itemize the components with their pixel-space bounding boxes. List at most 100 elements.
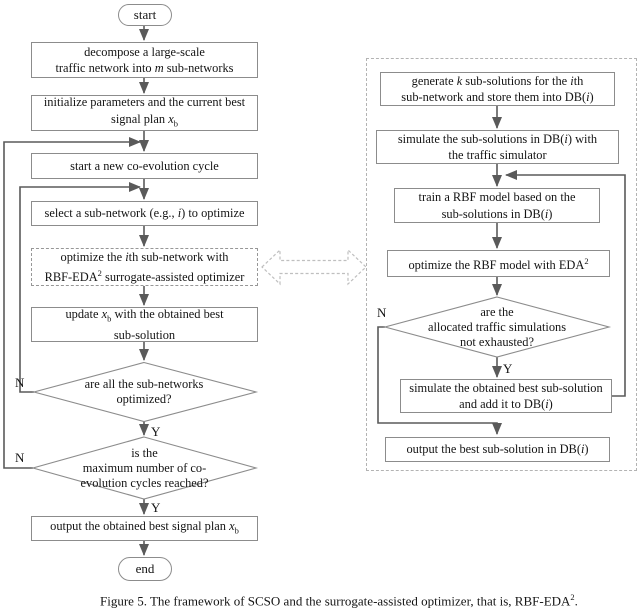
label-text: initialize parameters and the current be… xyxy=(43,95,246,110)
label-text: and add it to DB( xyxy=(459,397,546,411)
decision-simulations-label: are the allocated traffic simulations no… xyxy=(385,297,609,357)
decision-all-subnetworks-shape xyxy=(31,361,259,423)
label-text: not exhausted? xyxy=(460,334,534,349)
label-text: th sub-network with xyxy=(128,249,229,264)
node-output-best-label: output the best sub-solution in DB(i) xyxy=(386,441,609,457)
label-text: optimize the xyxy=(60,249,126,264)
subscript-b: b xyxy=(173,118,178,129)
label-text: start a new co-evolution cycle xyxy=(70,158,219,173)
end-node: end xyxy=(118,557,172,581)
path-decision-no-to-output-best xyxy=(377,326,502,435)
feedback-simulate-best-to-train xyxy=(505,170,626,397)
branch-label-n-max: N xyxy=(15,450,25,465)
label-text: are the allocated traffic simulations no… xyxy=(428,305,566,350)
label-text: simulate the obtained best sub-solution xyxy=(409,380,603,395)
start-node: start xyxy=(118,4,172,26)
label-text: sub-solutions in DB( xyxy=(441,206,545,221)
node-select-label: select a sub-network (e.g., i) to optimi… xyxy=(32,205,257,221)
var-m: m xyxy=(154,61,164,75)
var-k: k xyxy=(456,73,463,88)
label-text: the traffic simulator xyxy=(448,148,547,162)
node-decompose-label: decompose a large-scale traffic network … xyxy=(32,44,257,77)
decision-max-cycles-label: is the maximum number of co- evolution c… xyxy=(33,437,256,499)
label-text: ) xyxy=(584,442,589,457)
label-text: sub-solution xyxy=(113,327,176,342)
node-generate-label: generate k sub-solutions for the ith sub… xyxy=(381,73,614,106)
label-text: sub-network and store them into DB( xyxy=(401,90,587,104)
var-i: i xyxy=(570,73,574,88)
label-text: ) xyxy=(589,90,594,104)
node-simulate-subsolutions: simulate the sub-solutions in DB(i) with… xyxy=(376,130,619,164)
var-x: x xyxy=(229,519,235,534)
decision-all-subnetworks-label: are all the sub-networks optimized? xyxy=(34,362,254,422)
superscript-2: 2 xyxy=(97,267,102,278)
label-text: generate xyxy=(411,73,457,88)
branch-label-n-all: N xyxy=(15,375,25,390)
node-update-best: update xb with the obtained best sub-sol… xyxy=(31,307,258,342)
node-new-cycle-label: start a new co-evolution cycle xyxy=(32,158,257,174)
label-text: sub-networks xyxy=(163,61,234,75)
node-generate-subsolutions: generate k sub-solutions for the ith sub… xyxy=(380,72,615,106)
node-optimize-rbf-eda: optimize the RBF model with EDA2 xyxy=(387,250,610,277)
feedback-no-all-subnetworks xyxy=(19,182,141,393)
label-text: surrogate-assisted optimizer xyxy=(101,270,245,285)
label-text: decompose a large-scale xyxy=(84,44,205,59)
label-text: are all the sub-networks xyxy=(84,377,204,391)
var-i: i xyxy=(586,90,590,104)
node-select-subnetwork: select a sub-network (e.g., i) to optimi… xyxy=(31,201,258,226)
label-text: is the xyxy=(131,445,158,460)
label-text: output the obtained best signal plan xyxy=(50,519,230,534)
node-new-cycle: start a new co-evolution cycle xyxy=(31,153,258,179)
label-text: allocated traffic simulations xyxy=(427,319,567,334)
caption-text: . xyxy=(574,593,578,609)
branch-label-y-max: Y xyxy=(151,500,161,515)
node-update-label: update xb with the obtained best sub-sol… xyxy=(32,306,257,343)
label-text: th xyxy=(573,73,584,88)
node-optimize-rbf-label: optimize the RBF model with EDA2 xyxy=(388,253,609,274)
superscript-2: 2 xyxy=(584,256,589,267)
branch-label-n-simulations: N xyxy=(377,305,387,320)
node-optimize-label: optimize the ith sub-network with RBF-ED… xyxy=(32,249,257,286)
label-text: maximum number of co- xyxy=(82,460,207,475)
label-text: ) with xyxy=(567,131,598,146)
node-simulate-best: simulate the obtained best sub-solution … xyxy=(400,379,612,413)
branch-label-y-simulations: Y xyxy=(503,361,513,376)
node-train-label: train a RBF model based on the sub-solut… xyxy=(395,189,599,222)
label-text: ) xyxy=(548,206,553,221)
figure-caption: Figure 5. The framework of SCSO and the … xyxy=(100,592,578,609)
node-train-rbf: train a RBF model based on the sub-solut… xyxy=(394,188,600,223)
node-output-signal-plan: output the obtained best signal plan xb xyxy=(31,516,258,541)
label-text: sub-solutions for the xyxy=(462,73,571,88)
node-decompose: decompose a large-scale traffic network … xyxy=(31,42,258,78)
var-i: i xyxy=(580,442,585,457)
node-output-label: output the obtained best signal plan xb xyxy=(32,518,257,539)
label-text: signal plan xyxy=(111,111,169,126)
dashed-double-arrow xyxy=(261,248,367,286)
label-text: is the maximum number of co- evolution c… xyxy=(81,446,209,491)
suboptimizer-dashed-container xyxy=(366,58,637,471)
branch-label-y-all: Y xyxy=(151,424,161,439)
label-text: simulate the sub-solutions in DB( xyxy=(397,131,565,146)
label-text: are all the sub-networks optimized? xyxy=(85,377,204,407)
var-x: x xyxy=(101,306,108,321)
var-i: i xyxy=(545,397,549,411)
label-text: optimized? xyxy=(116,392,172,406)
feedback-no-max-cycles xyxy=(3,137,141,469)
decision-max-cycles-shape xyxy=(30,436,259,500)
node-optimize-subnetwork-dashed: optimize the ith sub-network with RBF-ED… xyxy=(31,248,258,286)
label-text: with the obtained best xyxy=(111,306,224,321)
label-text: are the xyxy=(480,304,514,319)
label-text: optimize the RBF model with EDA xyxy=(408,258,585,273)
label-text: RBF-EDA xyxy=(44,270,98,285)
label-text: ) xyxy=(548,397,553,411)
subscript-b: b xyxy=(107,313,112,324)
var-i: i xyxy=(564,131,568,146)
var-i: i xyxy=(177,206,182,221)
label-text: update xyxy=(65,306,102,321)
superscript-2: 2 xyxy=(570,592,575,602)
var-x: x xyxy=(168,111,174,126)
label-text: train a RBF model based on the xyxy=(418,190,576,205)
node-initialize-label: initialize parameters and the current be… xyxy=(32,94,257,131)
node-output-best-subsolution: output the best sub-solution in DB(i) xyxy=(385,437,610,462)
